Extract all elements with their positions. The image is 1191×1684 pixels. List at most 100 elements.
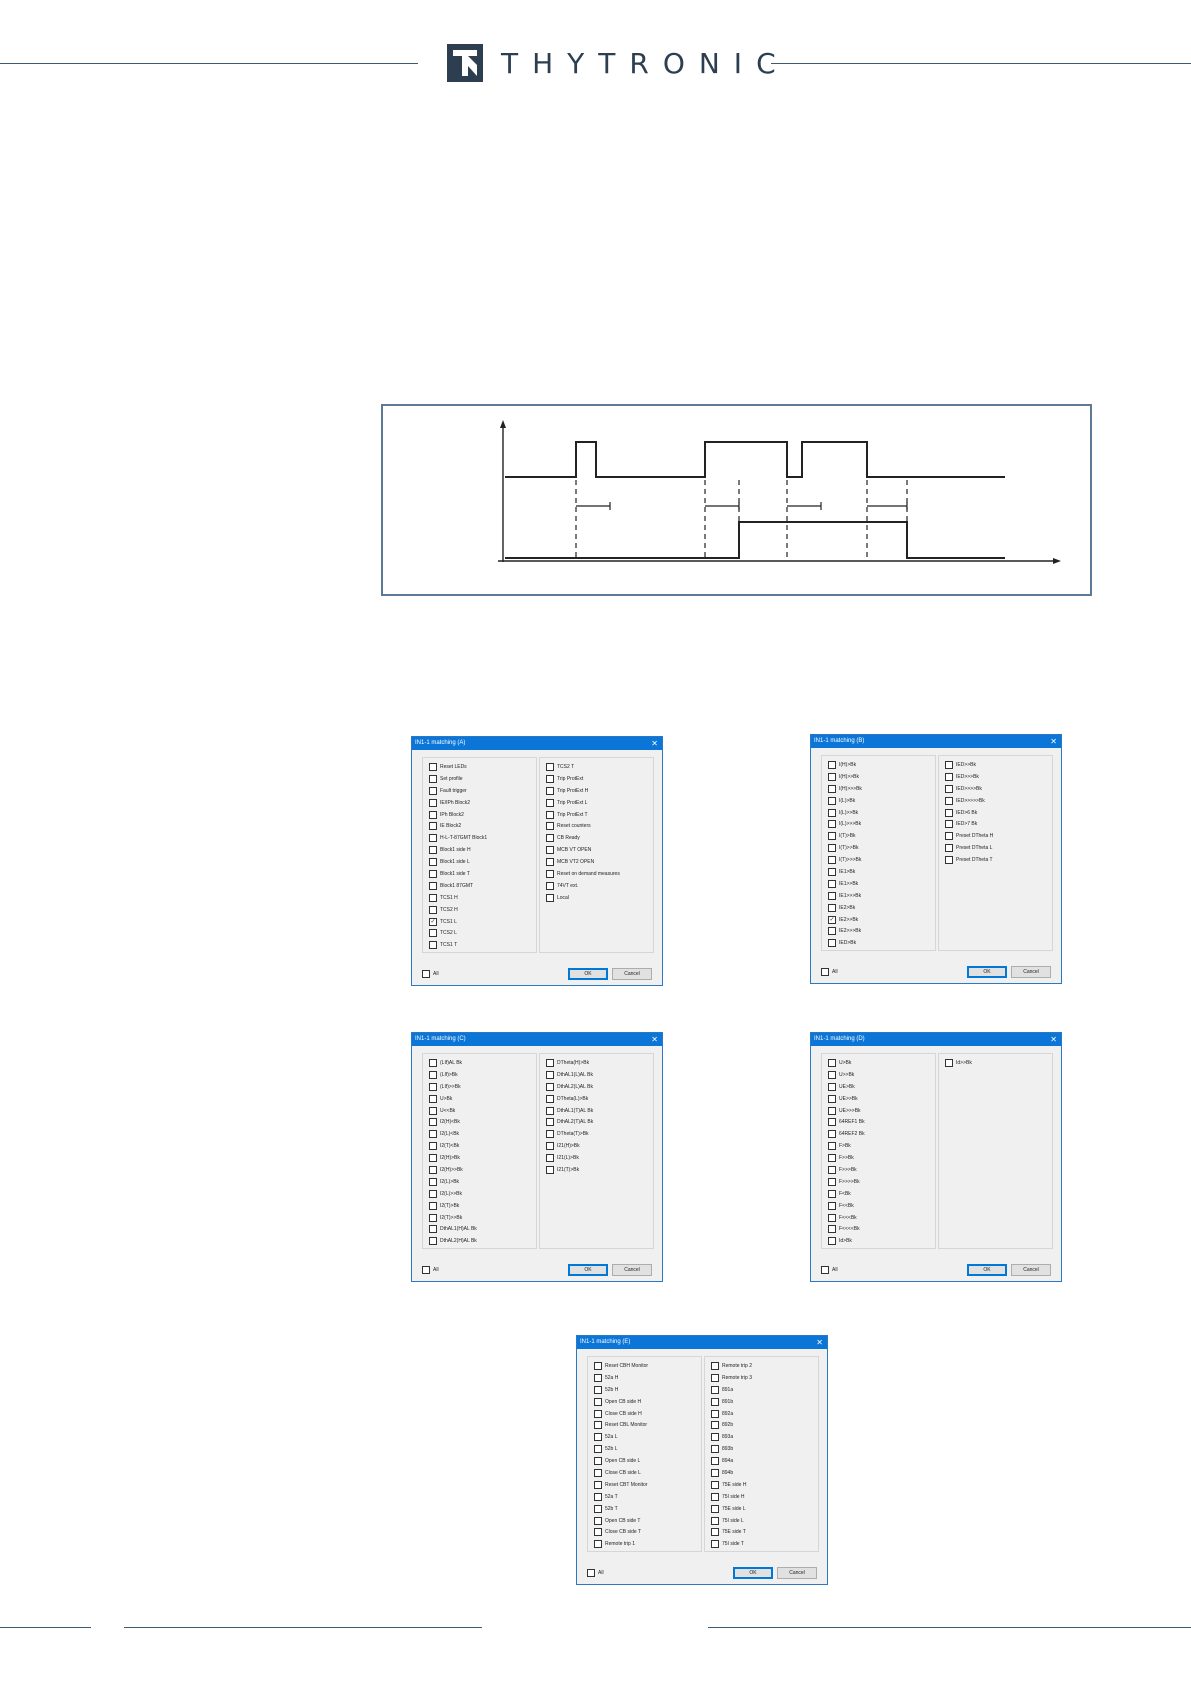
- checkbox[interactable]: [429, 881, 437, 890]
- checkbox-item[interactable]: 894b: [711, 1467, 812, 1479]
- checkbox-item[interactable]: F>>>>Bk: [828, 1176, 929, 1188]
- checkbox-item[interactable]: Trip ProtExt T: [546, 809, 647, 821]
- checkbox-item[interactable]: IED>6 Bk: [945, 807, 1046, 819]
- checkbox[interactable]: [429, 1201, 437, 1210]
- cancel-button[interactable]: Cancel: [1011, 966, 1051, 978]
- checkbox-item[interactable]: Preset DTheta L: [945, 842, 1046, 854]
- checkbox[interactable]: [828, 1213, 836, 1222]
- cancel-button[interactable]: Cancel: [612, 1264, 652, 1276]
- checkbox[interactable]: [711, 1504, 719, 1513]
- checkbox[interactable]: [828, 784, 836, 793]
- checkbox[interactable]: [546, 1130, 554, 1139]
- close-icon[interactable]: ✕: [651, 739, 658, 748]
- checkbox-item[interactable]: Remote trip 1: [594, 1538, 695, 1550]
- checkbox-item[interactable]: I(L)>Bk: [828, 795, 929, 807]
- checkbox-item[interactable]: DthAL1(L)AL Bk: [546, 1069, 647, 1081]
- checkbox-item[interactable]: IED>>>>Bk: [945, 783, 1046, 795]
- checkbox[interactable]: [828, 1070, 836, 1079]
- checkbox[interactable]: [594, 1409, 602, 1418]
- checkbox[interactable]: [429, 917, 437, 926]
- checkbox[interactable]: [828, 1177, 836, 1186]
- checkbox-item[interactable]: F<<<Bk: [828, 1212, 929, 1224]
- checkbox-item[interactable]: IE2>Bk: [828, 902, 929, 914]
- checkbox-item[interactable]: I2(H)<Bk: [429, 1116, 530, 1128]
- checkbox[interactable]: [429, 1177, 437, 1186]
- checkbox-item[interactable]: Reset CBH Monitor: [594, 1360, 695, 1372]
- checkbox-item[interactable]: 52b T: [594, 1503, 695, 1515]
- checkbox[interactable]: [828, 1142, 836, 1151]
- checkbox-item[interactable]: 892b: [711, 1419, 812, 1431]
- checkbox-item[interactable]: 891a: [711, 1384, 812, 1396]
- checkbox-item[interactable]: I2(H)>>Bk: [429, 1164, 530, 1176]
- checkbox[interactable]: [594, 1504, 602, 1513]
- checkbox-item[interactable]: Remote trip 2: [711, 1360, 812, 1372]
- checkbox-item[interactable]: U>>Bk: [828, 1069, 929, 1081]
- checkbox-item[interactable]: I(H)>Bk: [828, 759, 929, 771]
- checkbox-item[interactable]: F<<Bk: [828, 1200, 929, 1212]
- checkbox-item[interactable]: DthAL1(T)AL Bk: [546, 1105, 647, 1117]
- checkbox-item[interactable]: 52a H: [594, 1372, 695, 1384]
- checkbox-item[interactable]: 74VT ext.: [546, 880, 647, 892]
- checkbox[interactable]: [546, 1118, 554, 1127]
- checkbox-item[interactable]: I2(T)>Bk: [429, 1200, 530, 1212]
- checkbox-item[interactable]: 52b L: [594, 1443, 695, 1455]
- checkbox[interactable]: [429, 1070, 437, 1079]
- checkbox[interactable]: [828, 1237, 836, 1246]
- checkbox[interactable]: [429, 774, 437, 783]
- checkbox-item[interactable]: CB Ready: [546, 832, 647, 844]
- checkbox[interactable]: [711, 1385, 719, 1394]
- checkbox-item[interactable]: TCS2 H: [429, 904, 530, 916]
- checkbox-item[interactable]: 75I side T: [711, 1538, 812, 1550]
- checkbox[interactable]: [429, 869, 437, 878]
- checkbox-item[interactable]: IE/IPh Block2: [429, 797, 530, 809]
- ok-button[interactable]: OK: [967, 1264, 1007, 1276]
- checkbox[interactable]: [828, 1106, 836, 1115]
- checkbox-item[interactable]: UE>>>Bk: [828, 1105, 929, 1117]
- checkbox[interactable]: [546, 798, 554, 807]
- checkbox-item[interactable]: IED>>>Bk: [945, 771, 1046, 783]
- checkbox[interactable]: [546, 762, 554, 771]
- checkbox-item[interactable]: TCS1 L: [429, 916, 530, 928]
- select-all-checkbox[interactable]: All: [422, 1266, 439, 1274]
- checkbox[interactable]: [828, 1201, 836, 1210]
- checkbox[interactable]: [828, 1154, 836, 1163]
- checkbox-item[interactable]: F>>Bk: [828, 1152, 929, 1164]
- checkbox-item[interactable]: DthAL1(H)AL Bk: [429, 1223, 530, 1235]
- checkbox-item[interactable]: H-L-T-87GMT Block1: [429, 832, 530, 844]
- checkbox-item[interactable]: IED>>>>>Bk: [945, 795, 1046, 807]
- checkbox[interactable]: [546, 810, 554, 819]
- checkbox-item[interactable]: 893a: [711, 1431, 812, 1443]
- checkbox-item[interactable]: Id>Bk: [828, 1235, 929, 1247]
- checkbox-item[interactable]: Block1 side L: [429, 856, 530, 868]
- checkbox[interactable]: [945, 820, 953, 829]
- checkbox[interactable]: [828, 844, 836, 853]
- checkbox-item[interactable]: Reset LEDs: [429, 761, 530, 773]
- checkbox-item[interactable]: 75I side L: [711, 1515, 812, 1527]
- checkbox[interactable]: [594, 1540, 602, 1549]
- close-icon[interactable]: ✕: [1050, 737, 1057, 746]
- checkbox[interactable]: [711, 1421, 719, 1430]
- checkbox-item[interactable]: F>>>Bk: [828, 1164, 929, 1176]
- checkbox-item[interactable]: F<<<<Bk: [828, 1223, 929, 1235]
- checkbox[interactable]: [828, 927, 836, 936]
- ok-button[interactable]: OK: [568, 968, 608, 980]
- checkbox[interactable]: [594, 1361, 602, 1370]
- checkbox[interactable]: [546, 869, 554, 878]
- checkbox[interactable]: [546, 846, 554, 855]
- checkbox[interactable]: [429, 834, 437, 843]
- checkbox-item[interactable]: TCS2 L: [429, 927, 530, 939]
- checkbox[interactable]: [945, 856, 953, 865]
- checkbox-item[interactable]: 893b: [711, 1443, 812, 1455]
- ok-button[interactable]: OK: [733, 1567, 773, 1579]
- checkbox-item[interactable]: Trip ProtExt: [546, 773, 647, 785]
- checkbox[interactable]: [429, 1225, 437, 1234]
- checkbox[interactable]: [945, 844, 953, 853]
- checkbox-item[interactable]: Set profile: [429, 773, 530, 785]
- close-icon[interactable]: ✕: [816, 1338, 823, 1347]
- checkbox[interactable]: [546, 1058, 554, 1067]
- checkbox[interactable]: [429, 846, 437, 855]
- checkbox[interactable]: [945, 808, 953, 817]
- checkbox[interactable]: [711, 1397, 719, 1406]
- checkbox[interactable]: [945, 772, 953, 781]
- checkbox-item[interactable]: F<Bk: [828, 1188, 929, 1200]
